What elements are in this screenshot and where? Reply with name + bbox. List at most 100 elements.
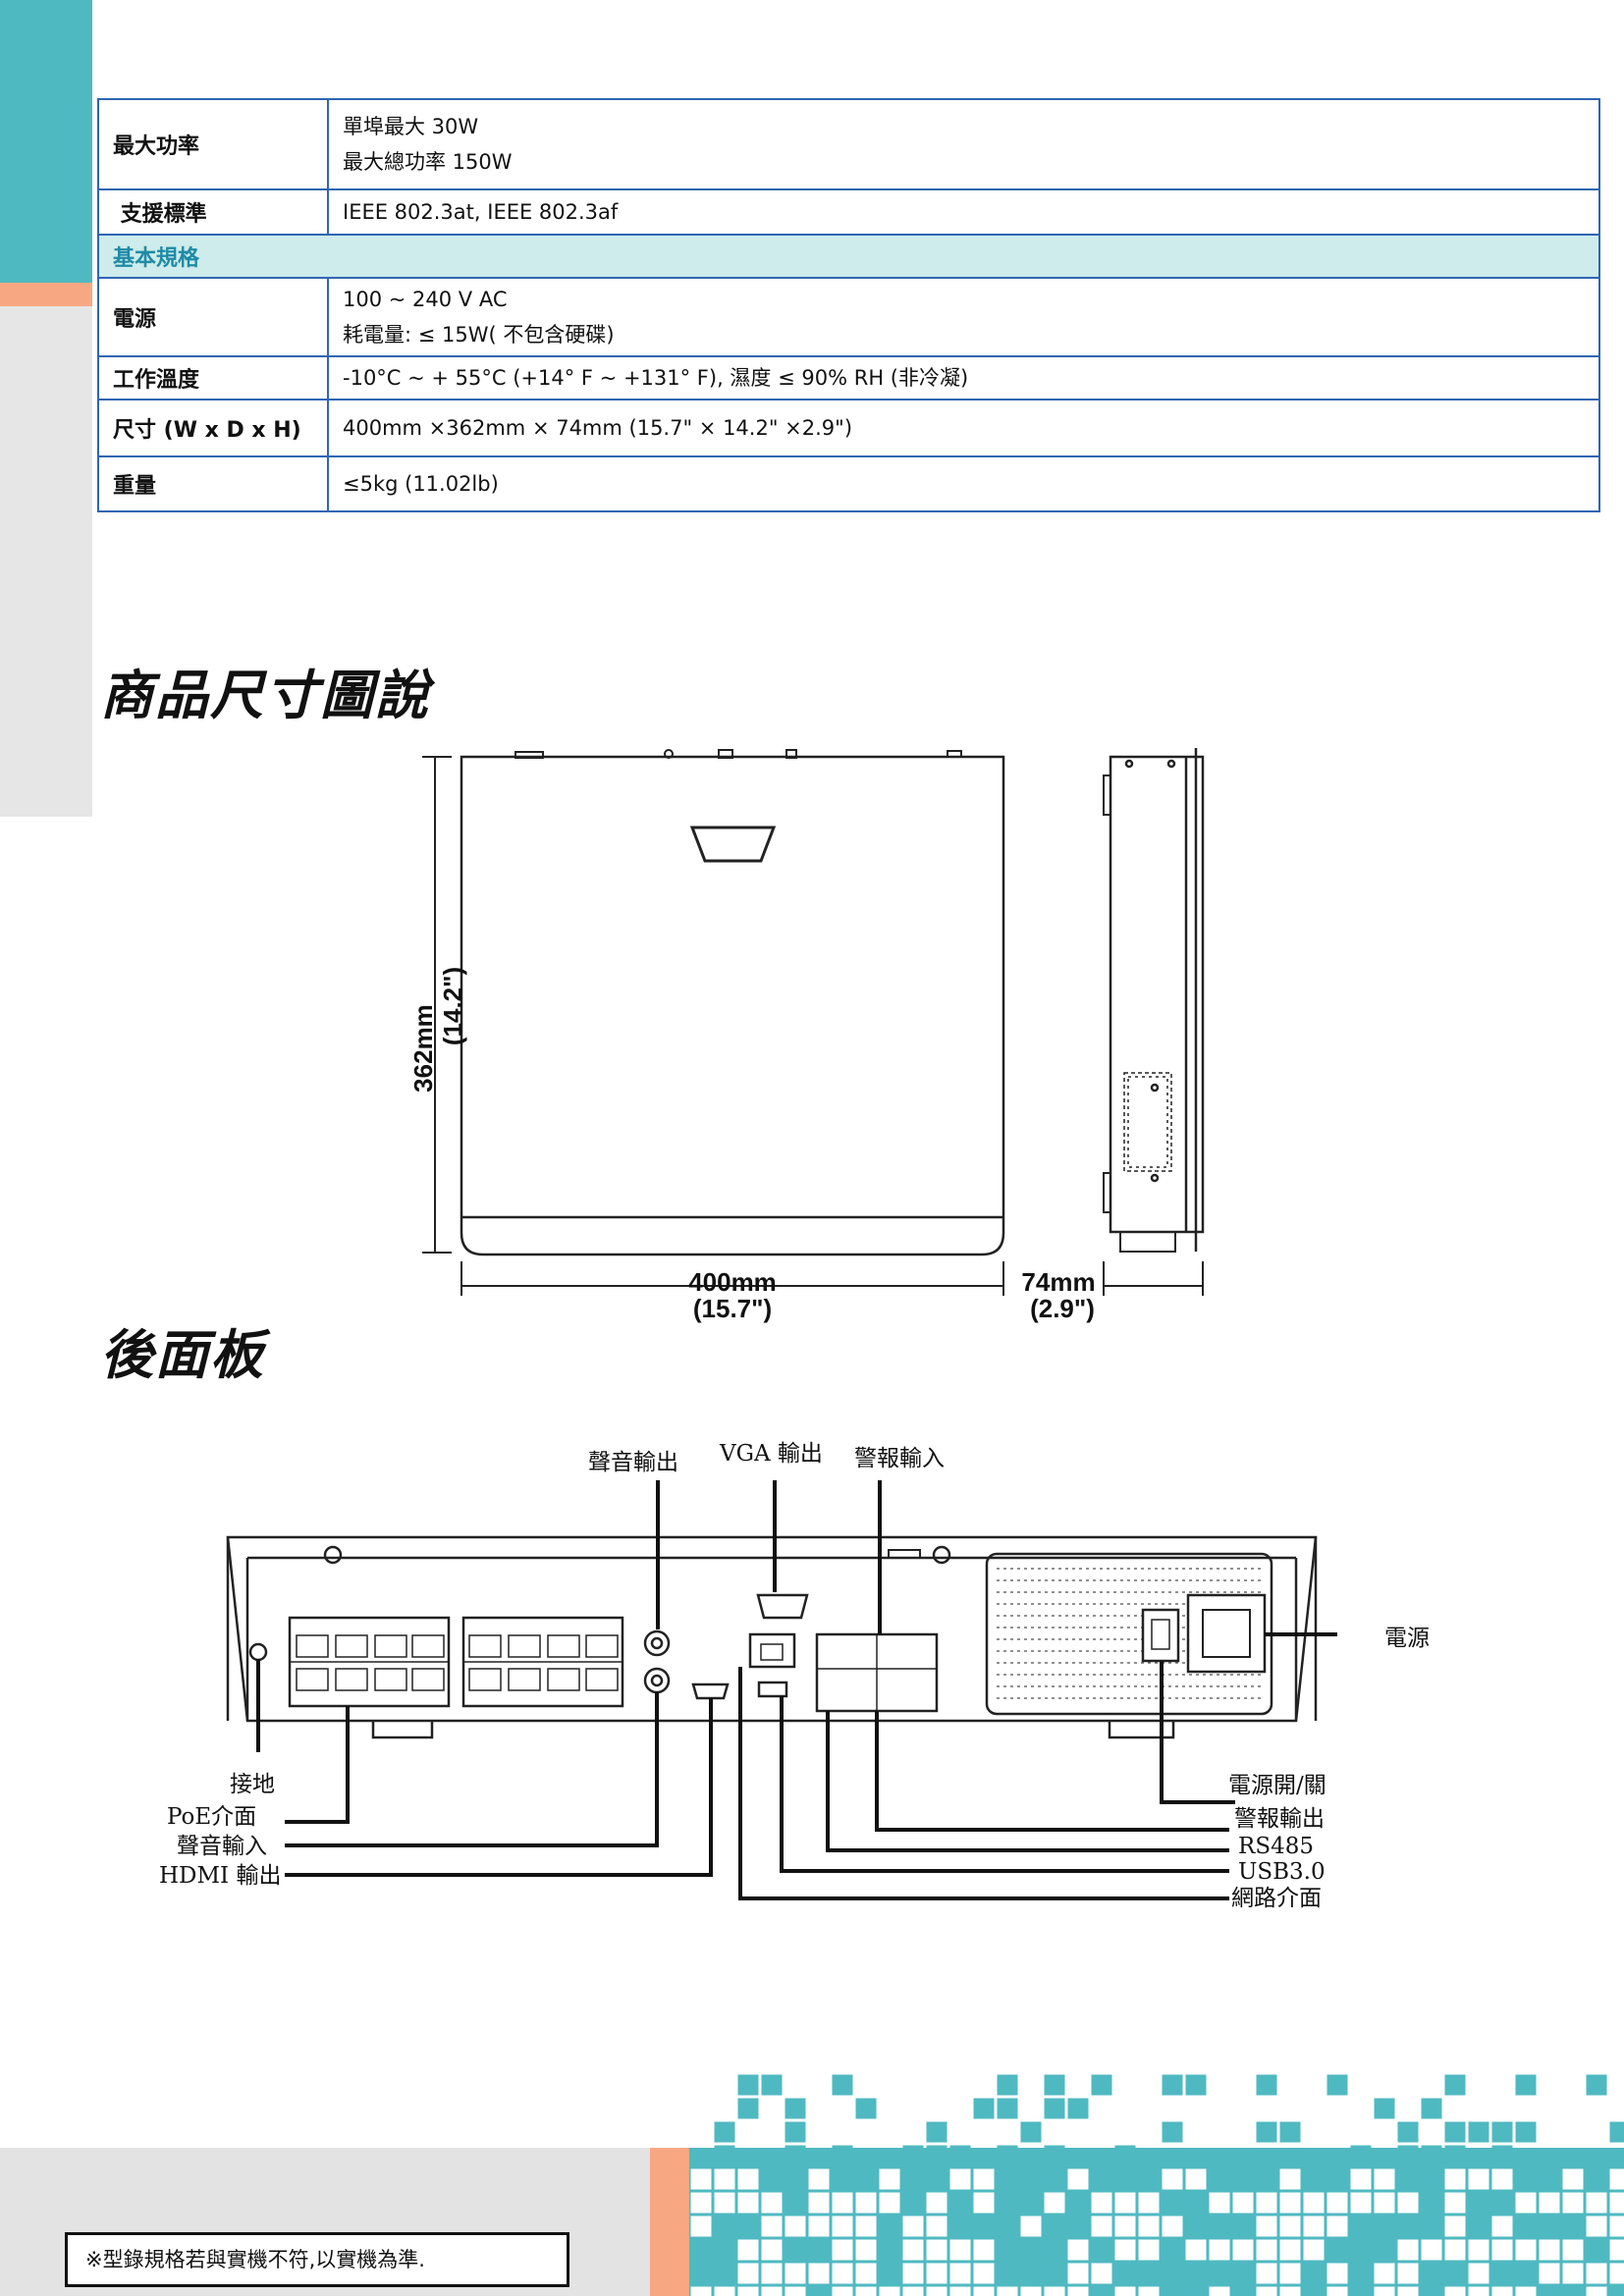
pixel-square <box>1609 2192 1624 2214</box>
pixel-square <box>1562 2168 1584 2190</box>
spec-value: 400mm ×362mm × 74mm (15.7" × 14.2" ×2.9"… <box>327 399 1600 457</box>
pixel-square <box>1067 2263 1089 2284</box>
pixel-square <box>1256 2121 1277 2143</box>
pixel-square <box>1609 2216 1624 2237</box>
pixel-square <box>1515 2239 1537 2261</box>
pixel-square <box>1468 2263 1489 2284</box>
pixel-square <box>737 2192 759 2214</box>
pixel-square <box>855 2216 877 2237</box>
pixel-square <box>949 2263 971 2284</box>
pixel-square <box>997 2286 1018 2296</box>
pixel-square <box>879 2286 900 2296</box>
pixel-square <box>1209 2192 1230 2214</box>
spec-key: 最大功率 <box>97 98 329 190</box>
pixel-square <box>1256 2216 1277 2237</box>
pixel-square <box>714 2192 735 2214</box>
alarm-out-label: 警報輸出 <box>1234 1806 1325 1832</box>
spec-value: 100 ~ 240 V AC 耗電量: ≤ 15W( 不包含硬碟) <box>327 277 1600 357</box>
pixel-square <box>1444 2286 1466 2296</box>
pixel-square <box>949 2286 971 2296</box>
spec-value-line: 最大總功率 150W <box>343 150 513 174</box>
pixel-square <box>1114 2145 1136 2166</box>
pixel-square <box>1374 2192 1395 2214</box>
pixel-square <box>926 2192 947 2214</box>
pixel-square <box>1374 2286 1395 2296</box>
pixel-square <box>832 2192 853 2214</box>
pixel-square <box>1374 2263 1395 2284</box>
pixel-square <box>1279 2216 1301 2237</box>
decorative-pixel-pattern <box>689 2074 1624 2296</box>
pixel-square <box>949 2239 971 2261</box>
pixel-square <box>1374 2098 1395 2119</box>
pixel-square <box>690 2168 712 2190</box>
pixel-square <box>1185 2239 1207 2261</box>
pixel-square <box>1586 2286 1607 2296</box>
pixel-square <box>1020 2286 1042 2296</box>
pixel-square <box>1397 2145 1419 2166</box>
pixel-square <box>1444 2216 1466 2237</box>
pixel-square <box>1114 2192 1136 2214</box>
pixel-square <box>1539 2239 1560 2261</box>
pixel-square <box>902 2145 924 2166</box>
pixel-square <box>1326 2192 1348 2214</box>
pixel-square <box>1468 2286 1489 2296</box>
pixel-square <box>1350 2168 1372 2190</box>
depth-mm-label: 362mm <box>408 1004 438 1093</box>
device-top-view <box>460 749 1005 1256</box>
pixel-square <box>1562 2239 1584 2261</box>
pixel-square <box>1609 2239 1624 2261</box>
pixel-square <box>902 2286 924 2296</box>
device-side-view <box>1103 748 1205 1253</box>
rear-panel-heading: 後面板 <box>100 1324 265 1386</box>
pixel-square <box>1067 2239 1089 2261</box>
pixel-square <box>1326 2263 1348 2284</box>
pixel-square <box>973 2098 995 2119</box>
pixel-square <box>973 2168 995 2190</box>
pixel-square <box>926 2286 947 2296</box>
pixel-square <box>973 2192 995 2214</box>
pixel-square <box>997 2074 1018 2096</box>
power-switch-label: 電源開/關 <box>1228 1773 1326 1798</box>
sidebar-salmon-strip <box>0 283 92 306</box>
pixel-square <box>926 2121 947 2143</box>
rear-panel-device <box>226 1535 1318 1739</box>
pixel-square <box>1468 2239 1489 2261</box>
pixel-square <box>1091 2263 1112 2284</box>
pixel-square <box>1468 2168 1489 2190</box>
pixel-square <box>785 2263 806 2284</box>
pixel-square <box>902 2239 924 2261</box>
pixel-square <box>1444 2192 1466 2214</box>
pixel-square <box>1162 2216 1183 2237</box>
pixel-square <box>808 2192 830 2214</box>
spec-key: 重量 <box>97 455 329 512</box>
pixel-square <box>1256 2239 1277 2261</box>
pixel-square <box>785 2286 806 2296</box>
pixel-square <box>1397 2263 1419 2284</box>
pixel-square <box>1138 2216 1160 2237</box>
pixel-square <box>973 2263 995 2284</box>
height-in-label: (2.9") <box>1030 1294 1095 1323</box>
pixel-square <box>1586 2192 1607 2214</box>
pixel-square <box>714 2121 735 2143</box>
pixel-square <box>1256 2286 1277 2296</box>
pixel-square <box>902 2216 924 2237</box>
dimensions-heading: 商品尺寸圖說 <box>100 665 430 726</box>
table-row: 電源 100 ~ 240 V AC 耗電量: ≤ 15W( 不包含硬碟) <box>97 277 1600 357</box>
pixel-square <box>1421 2239 1442 2261</box>
pixel-square <box>1091 2074 1112 2096</box>
pixel-square <box>1232 2192 1254 2214</box>
pixel-square <box>832 2239 853 2261</box>
spec-key: 工作溫度 <box>97 355 329 400</box>
pixel-square <box>1609 2263 1624 2284</box>
table-row: 工作溫度 -10°C ~ + 55°C (+14° F ~ +131° F), … <box>97 355 1600 400</box>
width-mm-label: 400mm <box>688 1267 777 1297</box>
pixel-square <box>1515 2074 1537 2096</box>
pixel-square <box>785 2145 806 2166</box>
pixel-square <box>808 2216 830 2237</box>
pixel-square <box>879 2192 900 2214</box>
pixel-square <box>832 2286 853 2296</box>
pixel-square <box>1256 2074 1277 2096</box>
table-row: 支援標準 IEEE 802.3at, IEEE 802.3af <box>97 188 1600 236</box>
pixel-square <box>1421 2098 1442 2119</box>
pixel-square <box>1374 2168 1395 2190</box>
